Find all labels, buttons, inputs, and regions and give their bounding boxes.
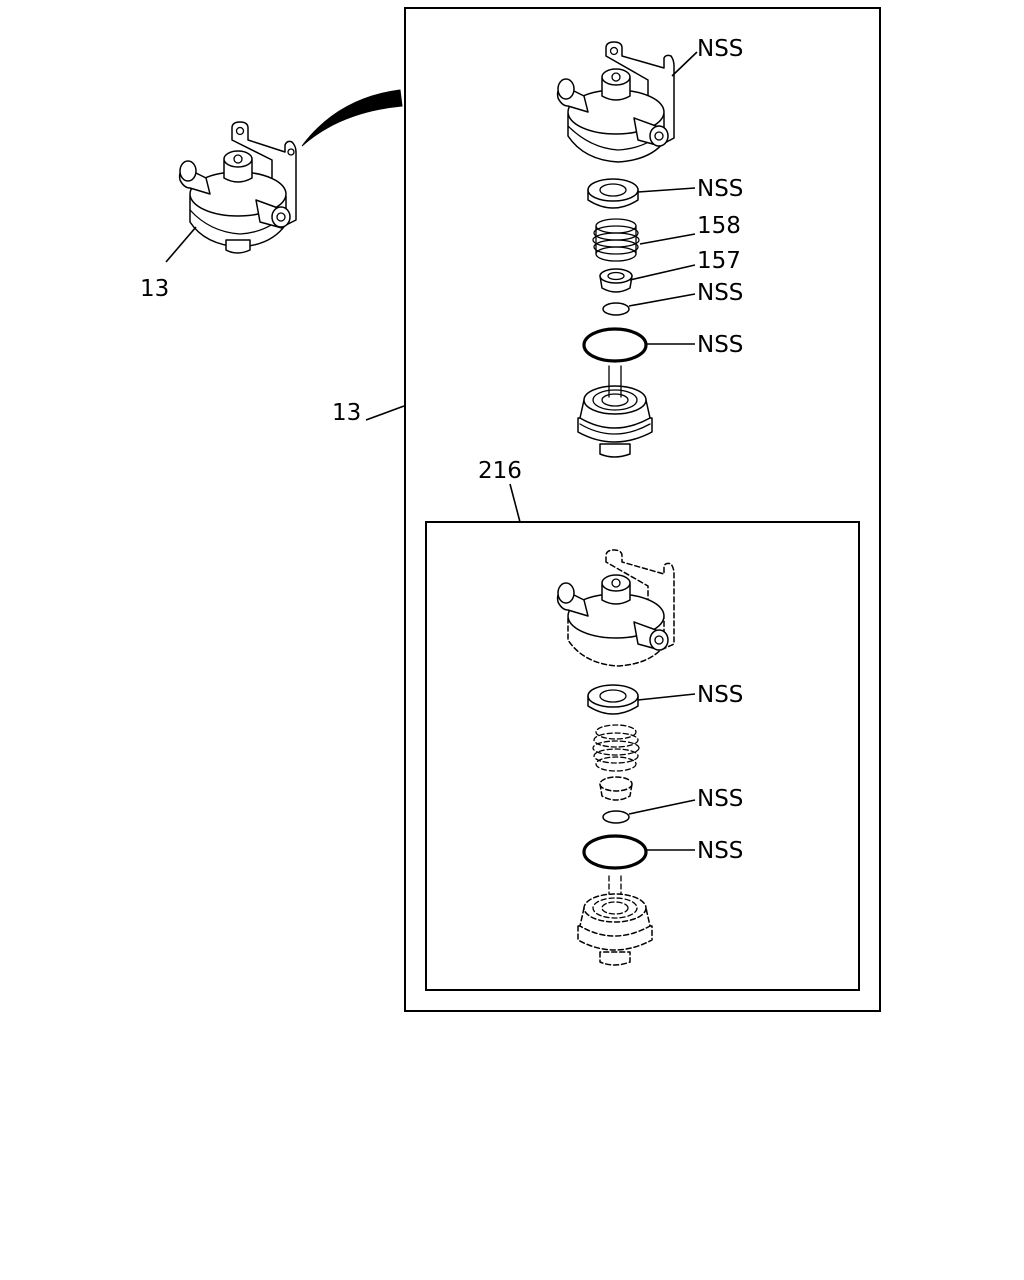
label-kit-large-o-ring: NSS [697,838,743,864]
overview-valve-assembly[interactable] [178,121,297,254]
kit-leader-line [509,483,521,523]
label-spring-retainer: 157 [697,248,741,274]
exploded-view-frame [404,7,881,1012]
overview-part-number: 13 [140,276,169,302]
large-o-ring[interactable] [582,327,648,363]
leader-kit-small-o-ring [628,799,696,815]
overview-leader-line [165,226,197,263]
label-large-o-ring: NSS [697,332,743,358]
kit-valve-cap-reference [577,875,653,966]
kit-valve-body-reference [556,549,675,667]
leader-kit-valve-seat [637,693,696,701]
leader-small-o-ring [628,293,696,307]
small-o-ring[interactable] [602,302,630,316]
frame-leader-line [365,405,405,421]
spring[interactable] [592,218,640,262]
kit-spring-reference [592,724,640,772]
leader-valve-seat [637,187,696,193]
label-small-o-ring: NSS [697,280,743,306]
frame-part-number: 13 [332,400,361,426]
valve-cap[interactable] [577,365,653,458]
detail-pointer-arrow [301,89,403,147]
spring-retainer[interactable] [599,268,633,293]
repair-kit-frame [425,521,860,991]
label-spring: 158 [697,213,741,239]
kit-valve-seat[interactable] [587,684,639,715]
label-valve-seat: NSS [697,176,743,202]
kit-small-o-ring[interactable] [602,810,630,824]
valve-body[interactable] [556,41,675,163]
label-valve-body: NSS [697,36,743,62]
label-kit-small-o-ring: NSS [697,786,743,812]
valve-seat[interactable] [587,178,639,209]
kit-retainer-reference [599,776,633,801]
kit-large-o-ring[interactable] [582,834,648,870]
leader-valve-body [671,51,698,77]
leader-spring-retainer [629,264,696,281]
leader-spring [639,233,696,245]
label-kit-valve-seat: NSS [697,682,743,708]
kit-part-number: 216 [478,458,522,484]
